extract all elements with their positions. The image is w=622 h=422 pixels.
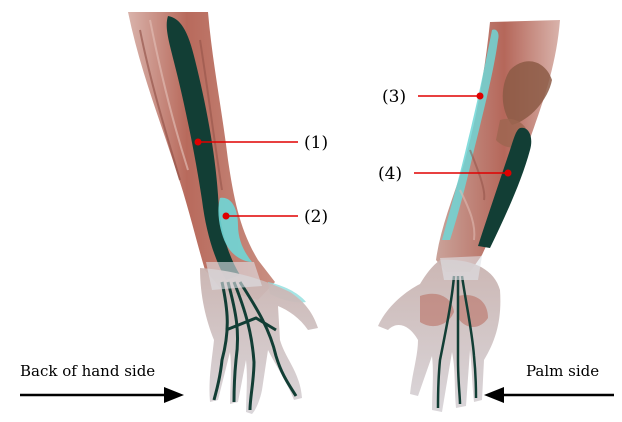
marker-label-1: (1): [304, 133, 328, 153]
left-hand: [200, 268, 318, 414]
palm-side-label: Palm side: [526, 362, 599, 380]
palm-side-arm: [378, 20, 560, 412]
marker-label-2: (2): [304, 207, 328, 227]
pointer-dot-4: [505, 170, 512, 177]
pointer-dot-1: [195, 139, 202, 146]
pointer-dot-3: [477, 93, 484, 100]
right-forearm-muscle: [436, 20, 560, 272]
palm-side-arrow: [484, 387, 614, 403]
marker-label-4: (4): [378, 164, 402, 184]
leader-3: [418, 93, 484, 100]
back-of-hand-arm: [128, 12, 318, 414]
marker-label-3: (3): [382, 87, 406, 107]
pointer-dot-2: [223, 213, 230, 220]
back-of-hand-arrow: [20, 387, 184, 403]
back-of-hand-label: Back of hand side: [20, 362, 155, 380]
